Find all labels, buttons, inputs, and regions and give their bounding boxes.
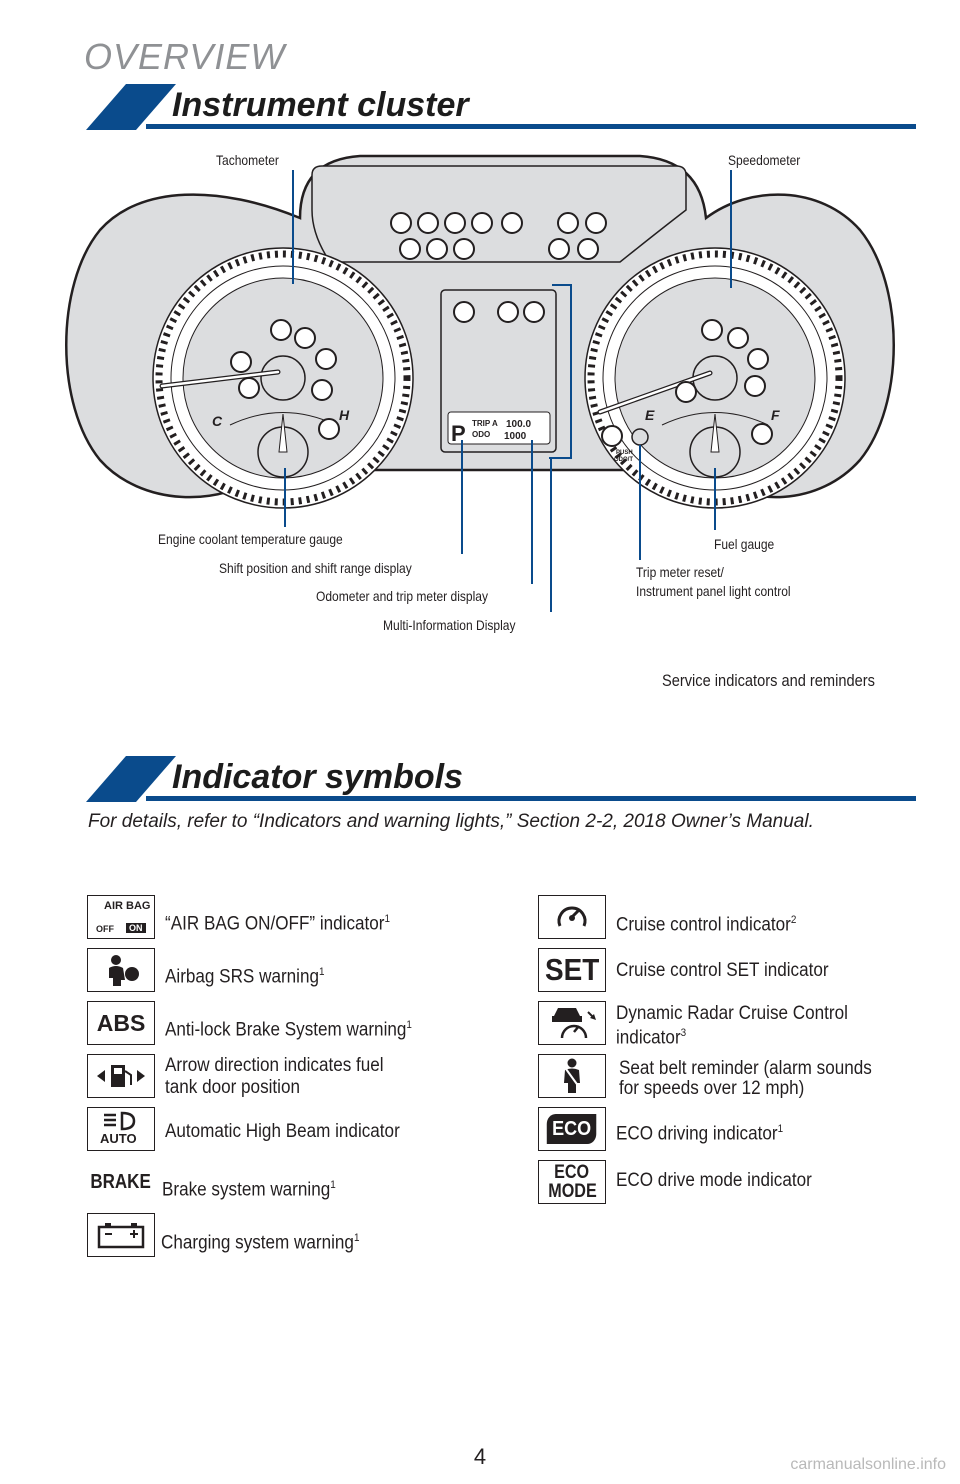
details-note: For details, refer to “Indicators and wa…: [88, 811, 814, 832]
airbag-on-off-icon: AIR BAG OFF ON: [87, 895, 155, 939]
service-indicator-circle: [548, 238, 570, 260]
service-indicator-circle: [318, 418, 340, 440]
service-indicator-circle: [390, 212, 412, 234]
eco-mode-label: ECO drive mode indicator: [616, 1170, 812, 1191]
service-indicator-circle: [751, 423, 773, 445]
service-indicator-circle: [453, 238, 475, 260]
service-indicator-circle: [557, 212, 579, 234]
service-indicator-circle: [675, 381, 697, 403]
tachometer-gauge: [152, 247, 414, 509]
service-indicator-circle: [701, 319, 723, 341]
service-indicator-legend-text: Service indicators and reminders: [662, 671, 875, 690]
seat-belt-label-line1: Seat belt reminder (alarm sounds: [619, 1058, 872, 1079]
fuel-door-label-line1: Arrow direction indicates fuel: [165, 1055, 384, 1076]
service-indicator-circle: [453, 301, 475, 323]
service-indicator-circle: [577, 238, 599, 260]
battery-icon: [87, 1213, 155, 1257]
service-indicator-circle: [444, 212, 466, 234]
service-indicator-circle: [230, 351, 252, 373]
service-indicator-circle: [311, 379, 333, 401]
service-indicator-circle: [523, 301, 545, 323]
instrument-cluster-diagram: C H E F P TRIP A ODO 100.0 1000 PUSH ODO…: [65, 154, 895, 612]
odo-label: ODO: [472, 430, 490, 439]
auto-high-beam-icon: AUTO: [87, 1107, 155, 1151]
auto-high-beam-label: Automatic High Beam indicator: [165, 1121, 400, 1142]
watermark: carmanualsonline.info: [790, 1456, 946, 1473]
cruise-set-label: Cruise control SET indicator: [616, 960, 829, 981]
seat-belt-icon: [538, 1054, 606, 1098]
service-indicator-circle: [238, 377, 260, 399]
odo-value: 1000: [504, 431, 527, 442]
cruise-set-icon: SET: [538, 948, 606, 992]
mid-label: Multi-Information Display: [383, 617, 516, 633]
radar-cruise-label-line1: Dynamic Radar Cruise Control: [616, 1003, 848, 1024]
cruise-control-label: Cruise control indicator2: [616, 914, 797, 936]
section-heading: OVERVIEW: [84, 36, 286, 77]
gear-indicator: P: [451, 421, 466, 446]
section-title: Indicator symbols: [172, 758, 463, 796]
section-banner: [86, 84, 916, 130]
coolant-gauge-label: Engine coolant temperature gauge: [158, 531, 343, 547]
cruise-control-icon: [538, 895, 606, 939]
callout-lines: [284, 170, 732, 612]
upper-indicator-panel: [311, 165, 687, 263]
tachometer-label: Tachometer: [216, 152, 279, 168]
service-indicator-circle: [747, 348, 769, 370]
fuel-door-icon: [87, 1054, 155, 1098]
service-indicator-circle: [585, 212, 607, 234]
service-indicator-circle: [399, 238, 421, 260]
eco-icon: ECO: [538, 1107, 606, 1151]
odometer-display-box: [447, 411, 551, 445]
coolant-cold-letter: C: [212, 413, 223, 429]
eco-mode-icon: ECO MODE: [538, 1160, 606, 1204]
coolant-hot-letter: H: [339, 407, 350, 423]
fuel-full-letter: F: [771, 407, 780, 423]
trip-reset-label-line1: Trip meter reset/: [636, 564, 724, 580]
page-number: 4: [473, 1444, 487, 1469]
trip-label: TRIP A: [472, 419, 498, 428]
trip-reset-knob: [631, 428, 649, 446]
service-indicator-circle: [727, 327, 749, 349]
brake-icon: BRAKE: [90, 1170, 152, 1193]
service-indicator-circle: [744, 375, 766, 397]
service-indicator-circle: [501, 212, 523, 234]
radar-cruise-icon: [538, 1001, 606, 1045]
service-indicator-circles: [230, 212, 773, 447]
section-banner: [86, 756, 916, 802]
fuel-door-label-line2: tank door position: [165, 1077, 300, 1098]
abs-label: Anti-lock Brake System warning1: [165, 1019, 412, 1041]
service-indicator-circle: [315, 348, 337, 370]
push-label: PUSH: [616, 450, 633, 456]
battery-label: Charging system warning1: [161, 1232, 360, 1254]
airbag-on-off-label: “AIR BAG ON/OFF” indicator1: [165, 913, 390, 935]
radar-cruise-label-line2: indicator3: [616, 1027, 687, 1049]
fuel-empty-letter: E: [645, 407, 655, 423]
service-indicator-circle: [426, 238, 448, 260]
odometer-display-label: Odometer and trip meter display: [316, 588, 488, 604]
service-indicator-circle: [471, 212, 493, 234]
trip-value: 100.0: [506, 419, 531, 430]
eco-label: ECO driving indicator1: [616, 1123, 784, 1145]
seat-belt-label-line2: for speeds over 12 mph): [619, 1078, 805, 1099]
service-indicator-circle: [294, 327, 316, 349]
odo-trip-label: ODO/T: [614, 457, 633, 463]
brake-label: Brake system warning1: [162, 1179, 336, 1201]
abs-icon: ABS: [87, 1001, 155, 1045]
airbag-srs-label: Airbag SRS warning1: [165, 966, 325, 988]
service-indicator-circle: [497, 301, 519, 323]
trip-reset-label-line2: Instrument panel light control: [636, 583, 791, 599]
section-title: Instrument cluster: [172, 86, 469, 124]
speedometer-label: Speedometer: [728, 152, 801, 168]
airbag-srs-icon: [87, 948, 155, 992]
service-indicator-circle: [417, 212, 439, 234]
shift-display-label: Shift position and shift range display: [219, 560, 412, 576]
fuel-gauge-label: Fuel gauge: [714, 536, 775, 552]
service-indicator-circle: [601, 425, 623, 447]
service-indicator-circle: [270, 319, 292, 341]
